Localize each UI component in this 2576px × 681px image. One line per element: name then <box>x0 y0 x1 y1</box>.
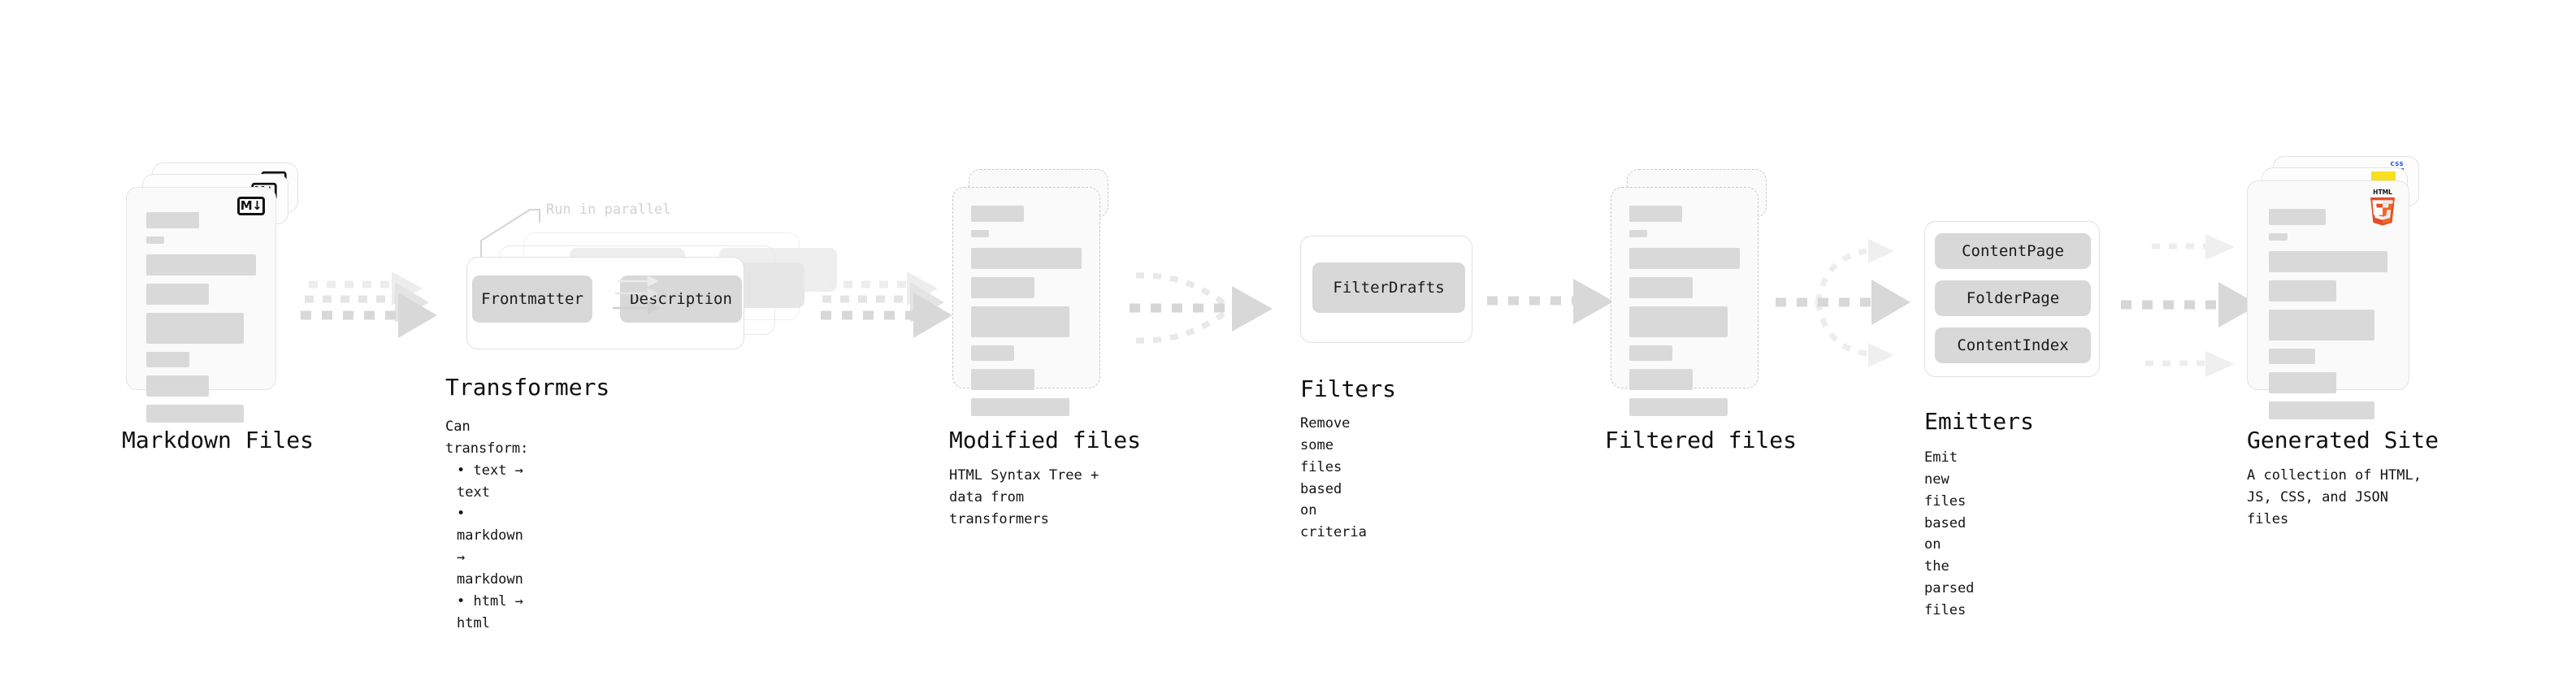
emitter-pill-contentpage[interactable]: ContentPage <box>1935 233 2091 269</box>
skeleton-bar <box>2269 251 2387 272</box>
markdown-card-front[interactable]: M↓ <box>126 187 276 423</box>
skeleton-bar <box>1629 277 1693 298</box>
skeleton-bar <box>1629 306 1728 337</box>
stage-title-filters: Filters <box>1300 375 1397 402</box>
modified-card-front[interactable] <box>952 187 1100 416</box>
skeleton-bar <box>971 230 989 237</box>
skeleton-bar <box>146 313 245 344</box>
skeleton-bar <box>1629 206 1683 222</box>
modified-file-stack <box>949 163 1124 423</box>
svg-text:HTML: HTML <box>2373 189 2392 196</box>
generated-site-stack: CSS HTML <box>2247 156 2434 419</box>
stage-filtered-files: Filtered files <box>1605 163 1797 453</box>
connector-modified-to-filters <box>1130 264 1292 362</box>
transform-item: text → text <box>457 460 528 504</box>
emitter-pill-folderpage[interactable]: FolderPage <box>1935 280 2091 316</box>
skeleton-bar <box>971 206 1025 222</box>
connector-md-to-transformers <box>301 268 463 358</box>
skeleton-bar <box>146 236 164 244</box>
filtered-card-skeleton <box>1611 188 1758 416</box>
html5-icon: HTML <box>2366 188 2399 226</box>
skeleton-bar <box>971 398 1070 416</box>
skeleton-bar <box>1629 398 1728 416</box>
run-in-parallel-label: Run in parallel <box>546 202 671 218</box>
site-card-skeleton <box>2248 181 2409 419</box>
transform-item: html → html <box>457 591 528 635</box>
skeleton-bar <box>146 284 209 305</box>
emitter-pill-contentindex[interactable]: ContentIndex <box>1935 327 2091 363</box>
transformer-pill-frontmatter[interactable]: Frontmatter <box>472 275 592 323</box>
stage-title-transformers: Transformers <box>445 374 610 401</box>
markdown-file-stack: M↓ M↓ M↓ <box>126 163 301 423</box>
skeleton-bar <box>2269 401 2374 419</box>
skeleton-bar <box>2269 209 2327 225</box>
stage-markdown-files: M↓ M↓ M↓ Markdown Files <box>122 163 314 453</box>
skeleton-bar <box>2269 372 2337 393</box>
stage-title-emitters: Emitters <box>1924 408 2034 435</box>
transformers-can-transform-heading: Can transform: <box>445 419 529 457</box>
site-card-front[interactable]: HTML <box>2247 180 2409 419</box>
skeleton-bar <box>2269 349 2315 364</box>
stage-modified-files: Modified files HTML Syntax Tree + data f… <box>949 163 1141 527</box>
skeleton-bar <box>971 306 1070 337</box>
skeleton-bar <box>1629 369 1693 390</box>
skeleton-bar <box>146 405 245 423</box>
skeleton-bar <box>2269 310 2374 340</box>
skeleton-bar <box>971 277 1034 298</box>
skeleton-bar <box>1629 345 1673 361</box>
emitters-box: ContentPage FolderPage ContentIndex <box>1924 221 2100 377</box>
stage-generated-site: CSS HTML <box>2247 156 2439 527</box>
skeleton-bar <box>146 254 256 275</box>
transformers-description: Can transform: text → text markdown → ma… <box>445 416 528 635</box>
skeleton-bar <box>146 212 199 228</box>
stage-title-markdown-files: Markdown Files <box>122 427 314 453</box>
skeleton-bar <box>2269 233 2288 241</box>
transformer-pill-description[interactable]: Description <box>620 275 742 323</box>
skeleton-bar <box>1629 248 1740 269</box>
filters-description: Remove some files based on criteria <box>1300 415 1367 541</box>
connector-filtered-to-emitters <box>1776 236 1922 370</box>
markdown-card-skeleton <box>127 188 275 423</box>
filter-pill-filterdrafts[interactable]: FilterDrafts <box>1312 262 1465 313</box>
transform-item: markdown → markdown <box>457 503 528 590</box>
emitters-description: Emit new files based on the parsed files <box>1924 449 1975 619</box>
stage-title-modified-files: Modified files <box>949 427 1142 453</box>
filters-box: FilterDrafts <box>1300 236 1472 343</box>
stage-title-generated-site: Generated Site <box>2247 427 2439 453</box>
modified-files-description: HTML Syntax Tree + data from transformer… <box>949 467 1099 527</box>
skeleton-bar <box>146 352 189 367</box>
skeleton-bar <box>146 375 209 397</box>
modified-card-skeleton <box>953 188 1099 416</box>
filtered-card-front[interactable] <box>1611 187 1759 416</box>
skeleton-bar <box>971 369 1034 390</box>
skeleton-bar <box>2269 280 2337 301</box>
skeleton-bar <box>971 248 1082 269</box>
transformers-transform-list: text → text markdown → markdown html → h… <box>445 460 528 635</box>
skeleton-bar <box>971 345 1015 361</box>
skeleton-bar <box>1629 230 1647 237</box>
stage-title-filtered-files: Filtered files <box>1605 427 1798 453</box>
markdown-icon: M↓ <box>237 197 265 215</box>
filtered-file-stack <box>1607 163 1782 423</box>
generated-site-description: A collection of HTML, JS, CSS, and JSON … <box>2247 467 2422 527</box>
transformers-box-front: Frontmatter Description <box>466 257 744 349</box>
